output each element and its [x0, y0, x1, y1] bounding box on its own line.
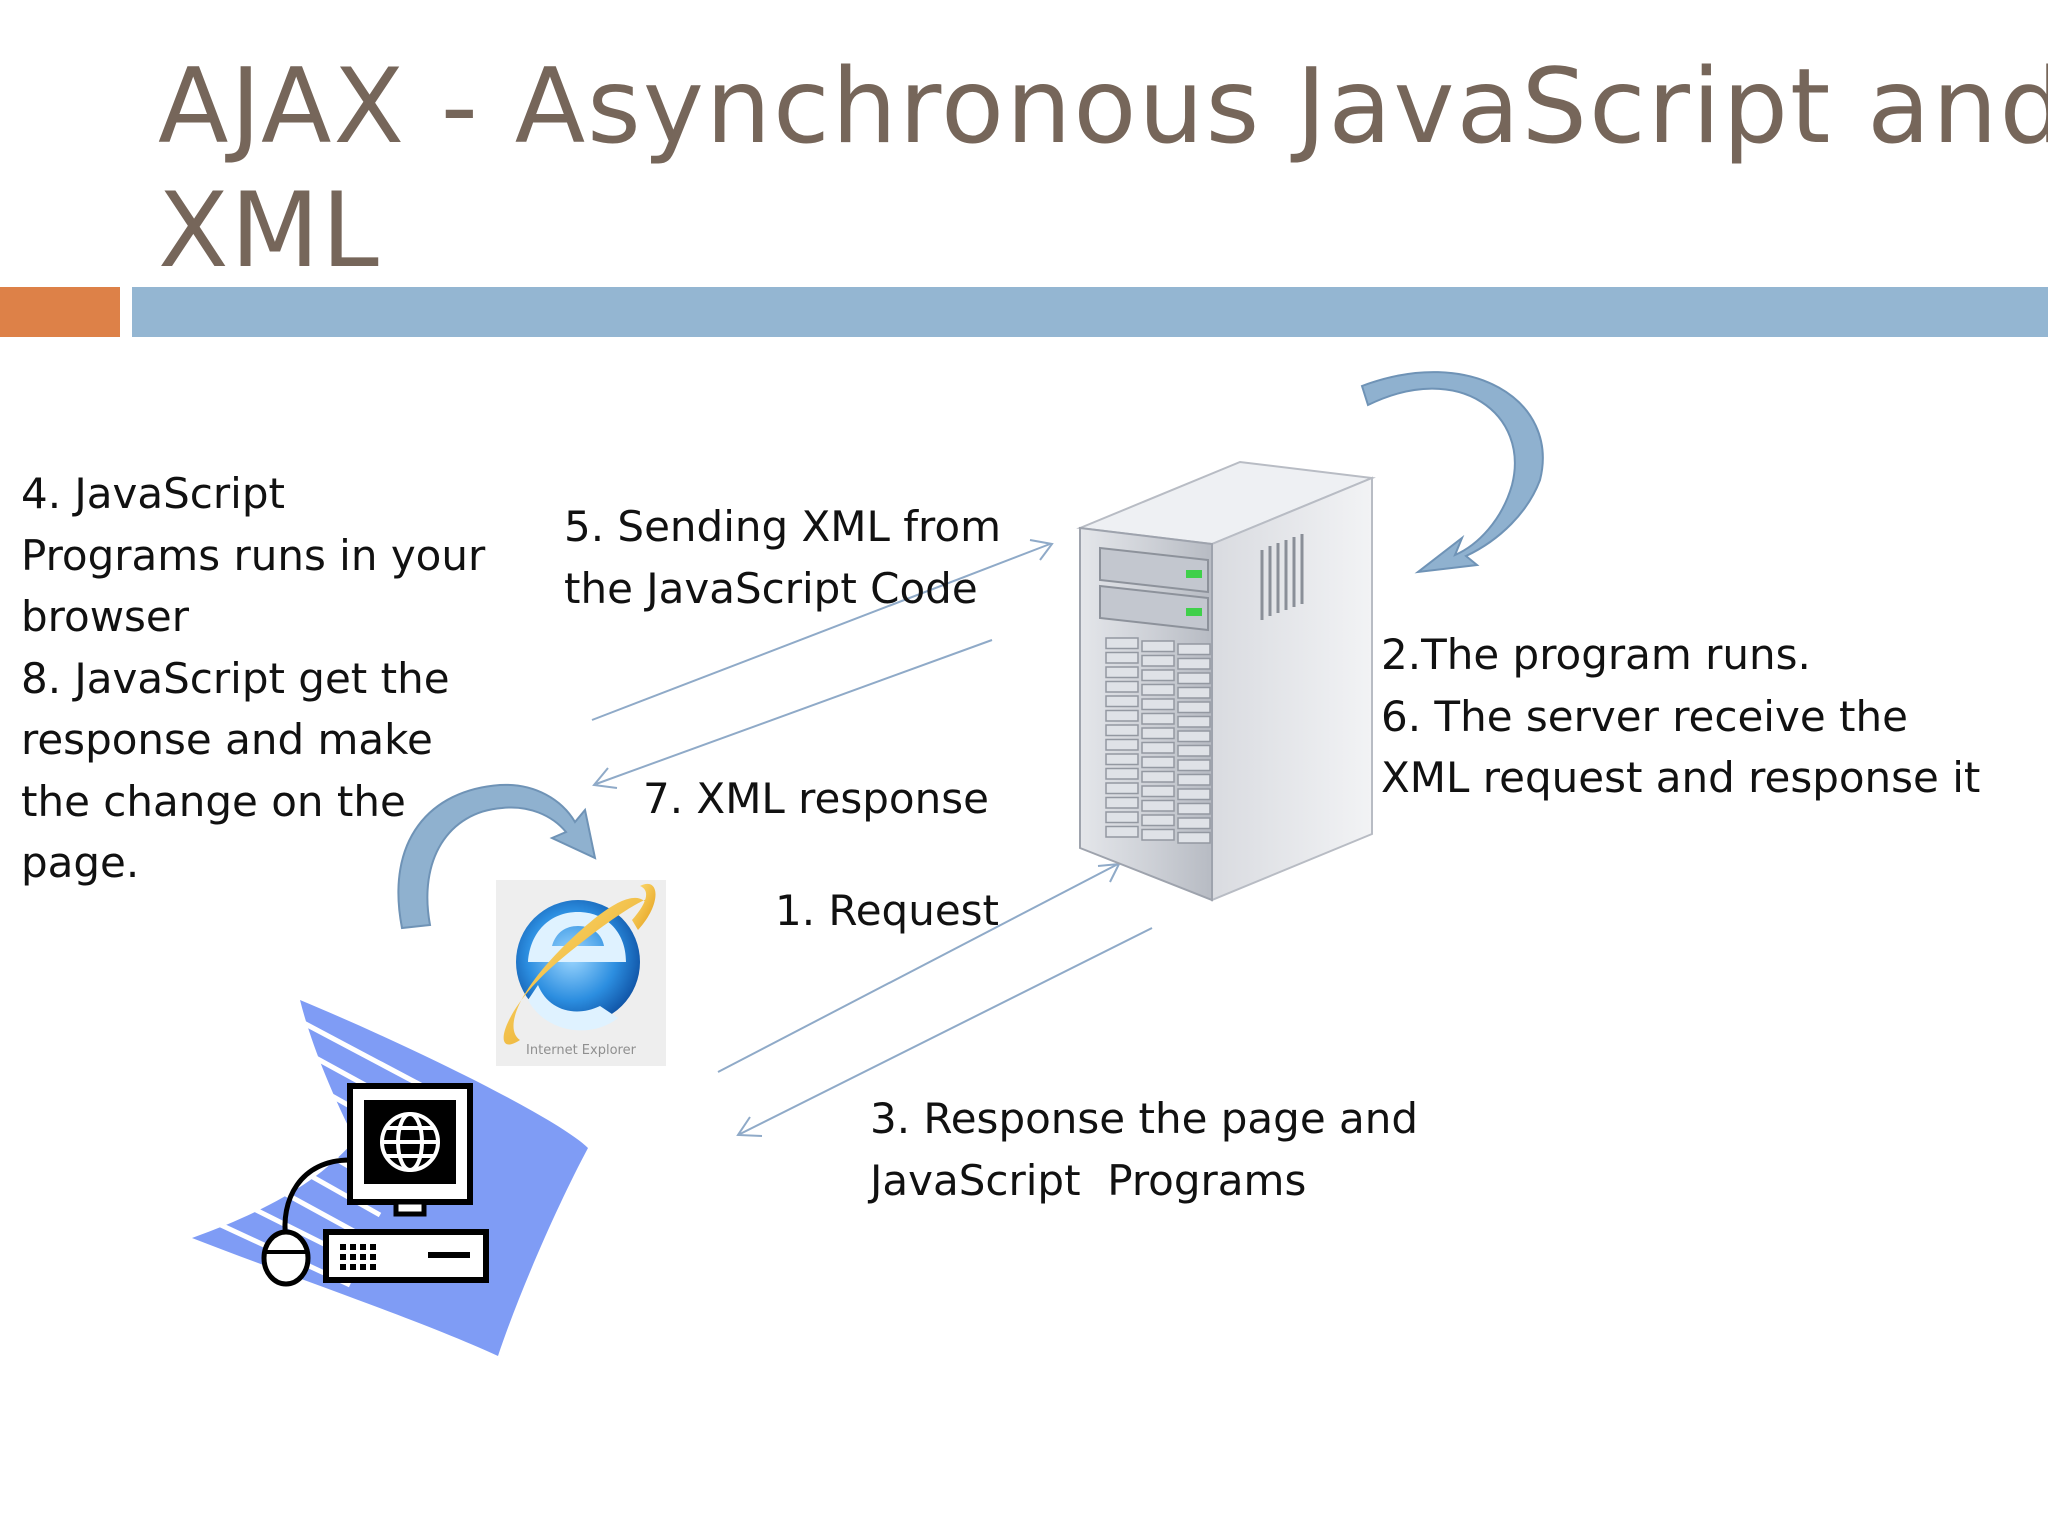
server-tower-icon [1076, 460, 1376, 902]
server-rack-slot [1177, 773, 1211, 786]
client-step-line: browser [21, 592, 190, 641]
internet-explorer-icon: Internet Explorer [496, 880, 666, 1066]
server-rack-slot [1105, 695, 1139, 708]
slide-title: AJAX - Asynchronous JavaScript and XML [158, 45, 2048, 293]
server-rack-slot [1177, 701, 1211, 714]
client-step-line: 4. JavaScript [21, 469, 285, 518]
response-page-label: 3. Response the page and JavaScript Prog… [870, 1088, 1418, 1211]
client-steps-label: 4. JavaScript Programs runs in your brow… [21, 463, 485, 894]
client-step-line: Programs runs in your [21, 530, 486, 580]
server-rack-slot [1105, 637, 1139, 650]
server-rack-slot [1105, 811, 1139, 824]
title-accent-bar-orange [0, 287, 120, 337]
server-rack-slot [1105, 709, 1139, 722]
server-rack-slot [1141, 727, 1175, 740]
server-rack-slot [1177, 643, 1211, 656]
server-rack-slot [1141, 828, 1175, 841]
server-rack-slot [1177, 744, 1211, 757]
server-rack-slot [1177, 672, 1211, 685]
server-rack-slot [1177, 657, 1211, 670]
server-rack-slot [1177, 831, 1211, 844]
response-page-arrow [736, 927, 1153, 1137]
client-step-line: the change on the [21, 776, 406, 826]
sending-xml-label: 5. Sending XML from the JavaScript Code [564, 496, 1001, 619]
sending-xml-arrow [591, 539, 1054, 721]
server-rack-slot [1141, 698, 1175, 711]
server-step-line: XML request and response it [1381, 753, 1981, 802]
server-rack-slot [1177, 788, 1211, 801]
server-rack-slot [1141, 741, 1175, 754]
server-step-line: 2.The program runs. [1381, 630, 1811, 679]
server-rack-slot [1105, 651, 1139, 664]
server-rack-slot [1141, 785, 1175, 798]
request-label: 1. Request [775, 886, 1000, 935]
sending-xml-line: the JavaScript Code [564, 563, 978, 613]
server-rack-slot [1141, 640, 1175, 653]
server-rack-slot [1105, 666, 1139, 679]
response-page-line: JavaScript Programs [870, 1155, 1307, 1205]
client-step-line: response and make [21, 715, 433, 764]
server-rack-slot [1105, 724, 1139, 737]
server-step-line: 6. The server receive the [1381, 691, 1908, 741]
flow-arrows [591, 539, 1153, 1137]
server-curved-arrow-icon [1360, 371, 1544, 574]
client-step-line: page. [21, 838, 140, 887]
sending-xml-line: 5. Sending XML from [564, 502, 1002, 551]
server-rack-slot [1141, 770, 1175, 783]
ie-logo-text: Internet Explorer [526, 1043, 637, 1058]
server-rack-slot [1141, 683, 1175, 696]
server-rack-slot [1177, 730, 1211, 743]
desktop-computer-icon [192, 1000, 588, 1356]
title-line-2: XML [158, 171, 381, 291]
server-rack-slot [1105, 782, 1139, 795]
server-rack-slot [1141, 756, 1175, 769]
server-rack-slot [1105, 796, 1139, 809]
server-rack-slot [1105, 753, 1139, 766]
server-rack-slot [1141, 799, 1175, 812]
server-rack-slot [1177, 817, 1211, 830]
server-rack-slot [1177, 759, 1211, 772]
xml-response-arrow [592, 639, 993, 789]
server-rack-slot [1105, 680, 1139, 693]
server-rack-slot [1105, 767, 1139, 780]
client-step-line: 8. JavaScript get the [21, 653, 450, 703]
server-rack-slot [1177, 686, 1211, 699]
title-line-1: AJAX - Asynchronous JavaScript and [158, 47, 2048, 167]
client-curved-arrow-icon [397, 783, 597, 930]
server-rack-slot [1105, 825, 1139, 838]
server-rack-slot [1105, 738, 1139, 751]
server-rack-slot [1177, 715, 1211, 728]
server-rack-slot [1141, 814, 1175, 827]
server-rack-slot [1141, 712, 1175, 725]
globe-icon [380, 1112, 440, 1172]
server-rack-slot [1177, 802, 1211, 815]
title-accent-bar-blue [132, 287, 2048, 337]
server-rack-slot [1141, 669, 1175, 682]
server-rack-slot [1141, 654, 1175, 667]
response-page-line: 3. Response the page and [870, 1094, 1419, 1143]
mouse-icon [261, 1229, 311, 1287]
server-rack-grid [1105, 637, 1211, 844]
server-steps-label: 2.The program runs. 6. The server receiv… [1381, 624, 1980, 809]
xml-response-label: 7. XML response [643, 774, 989, 823]
